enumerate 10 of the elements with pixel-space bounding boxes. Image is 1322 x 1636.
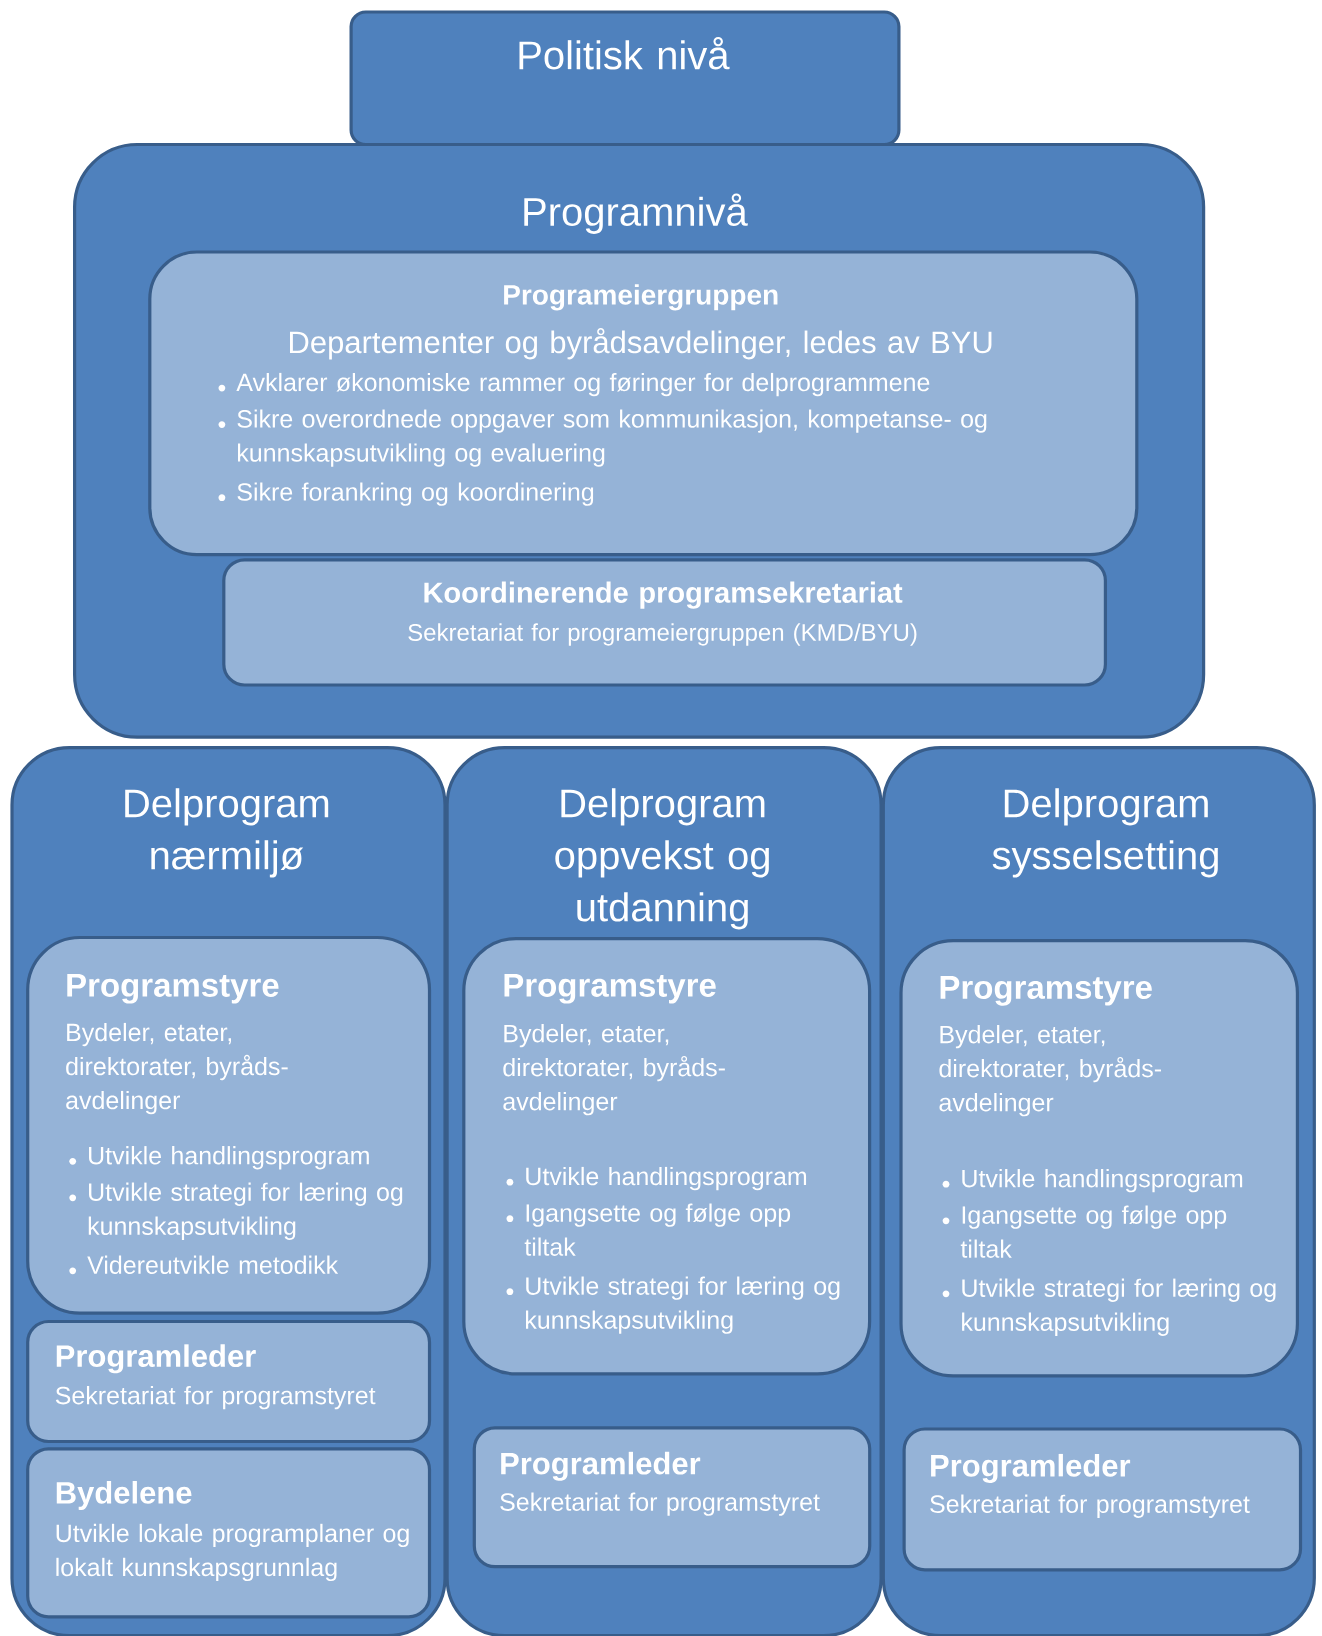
group-box: Bydelene Utvikle lokale programplaner og lokalt kunnskapsgrunnlag: [26, 1447, 432, 1619]
group-box: Programeiergruppen Departementer og byrådsavdelinger, ledes av BYU Avklarer økonomiske rammer og føringer for delprogrammene Sikre overordnede oppgaver som kommunikasjon, kompetanse- og kunnskapsutvikling og evaluering Sikre forankring og koordinering: [148, 250, 1139, 557]
group-box: Programleder Sekretariat for programstyret: [472, 1426, 872, 1569]
level-panel: Politisk nivå: [349, 10, 901, 147]
group-box: Koordinerende programsekretariat Sekretariat for programeiergruppen (KMD/BYU): [222, 558, 1107, 687]
group-box: Programstyre Bydeler, etater, direktorater, byråds- avdelinger Utvikle handlingsprogram Igangsette og følge opp tiltak Utvikle strategi for læring og kunnskapsutvikling: [462, 937, 872, 1376]
group-box: Programleder Sekretariat for programstyret: [26, 1319, 432, 1444]
group-box: Programstyre Bydeler, etater, direktorater, byråds- avdelinger Utvikle handlingsprogram Utvikle strategi for læring og kunnskapsutvikling Videreutvikle metodikk: [26, 935, 432, 1315]
group-box: Programleder Sekretariat for programstyret: [902, 1427, 1303, 1572]
group-box: Programstyre Bydeler, etater, direktorater, byråds- avdelinger Utvikle handlingsprogram Igangsette og følge opp tiltak Utvikle strategi for læring og kunnskapsutvikling: [899, 939, 1299, 1378]
